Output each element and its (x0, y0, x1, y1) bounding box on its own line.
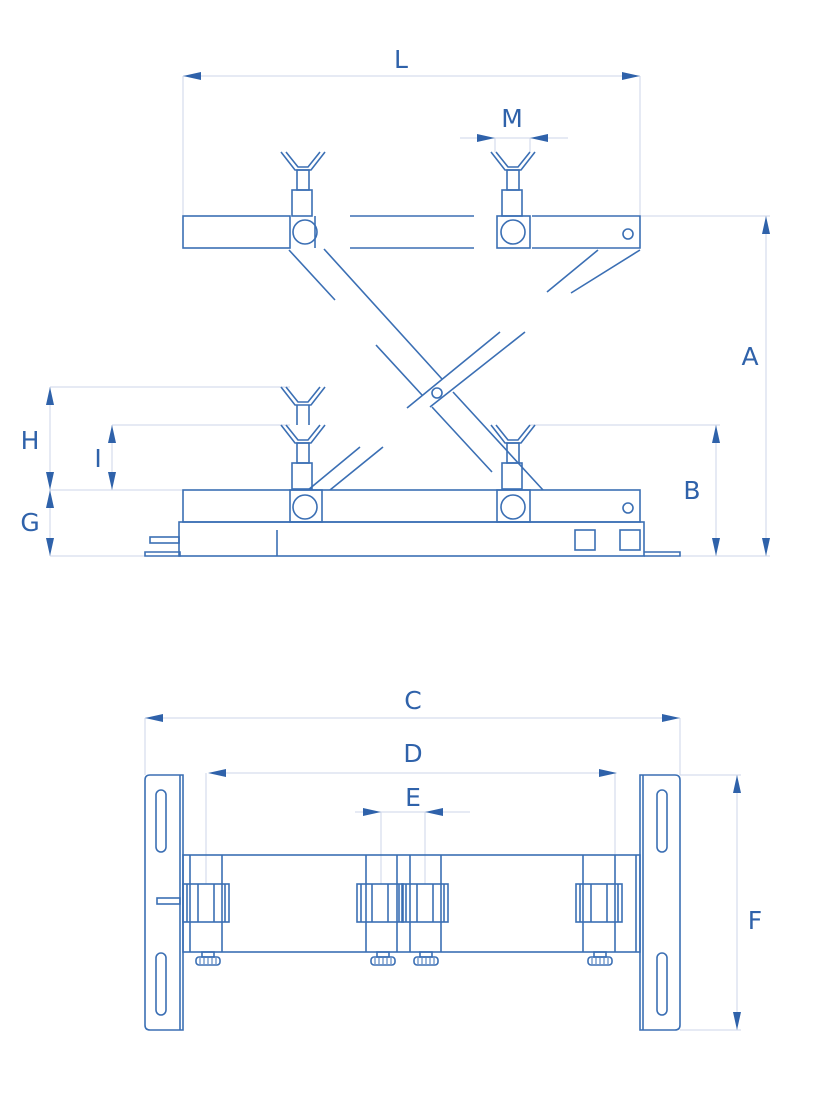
dimension-label-H: H (21, 426, 40, 455)
dimension-label-F: F (748, 906, 762, 935)
dimension-lines (49, 75, 770, 557)
dimension-label-B: B (683, 476, 700, 505)
pivot-icon (431, 387, 443, 399)
top-platform (182, 151, 641, 249)
dimension-label-C: C (404, 686, 421, 715)
dimension-label-A: A (741, 342, 758, 371)
dimension-arrows (46, 72, 770, 556)
front-view: C D E F (144, 686, 762, 1031)
left-bracket (144, 774, 184, 1031)
dimension-label-D: D (403, 739, 422, 768)
dimension-label-M: M (501, 104, 523, 133)
dimension-label-G: G (20, 508, 39, 537)
scissor-arms (288, 248, 641, 491)
cross-beam (182, 854, 641, 966)
dimension-lines (144, 717, 741, 1031)
dimension-label-E: E (405, 783, 421, 812)
dimension-label-I: I (94, 444, 101, 473)
right-bracket (639, 774, 681, 1031)
bottom-platform (182, 386, 641, 523)
dimension-arrows (145, 714, 741, 1030)
dimension-label-L: L (394, 45, 408, 74)
base-frame (144, 521, 681, 557)
side-view: L M A B H I G (20, 45, 770, 557)
